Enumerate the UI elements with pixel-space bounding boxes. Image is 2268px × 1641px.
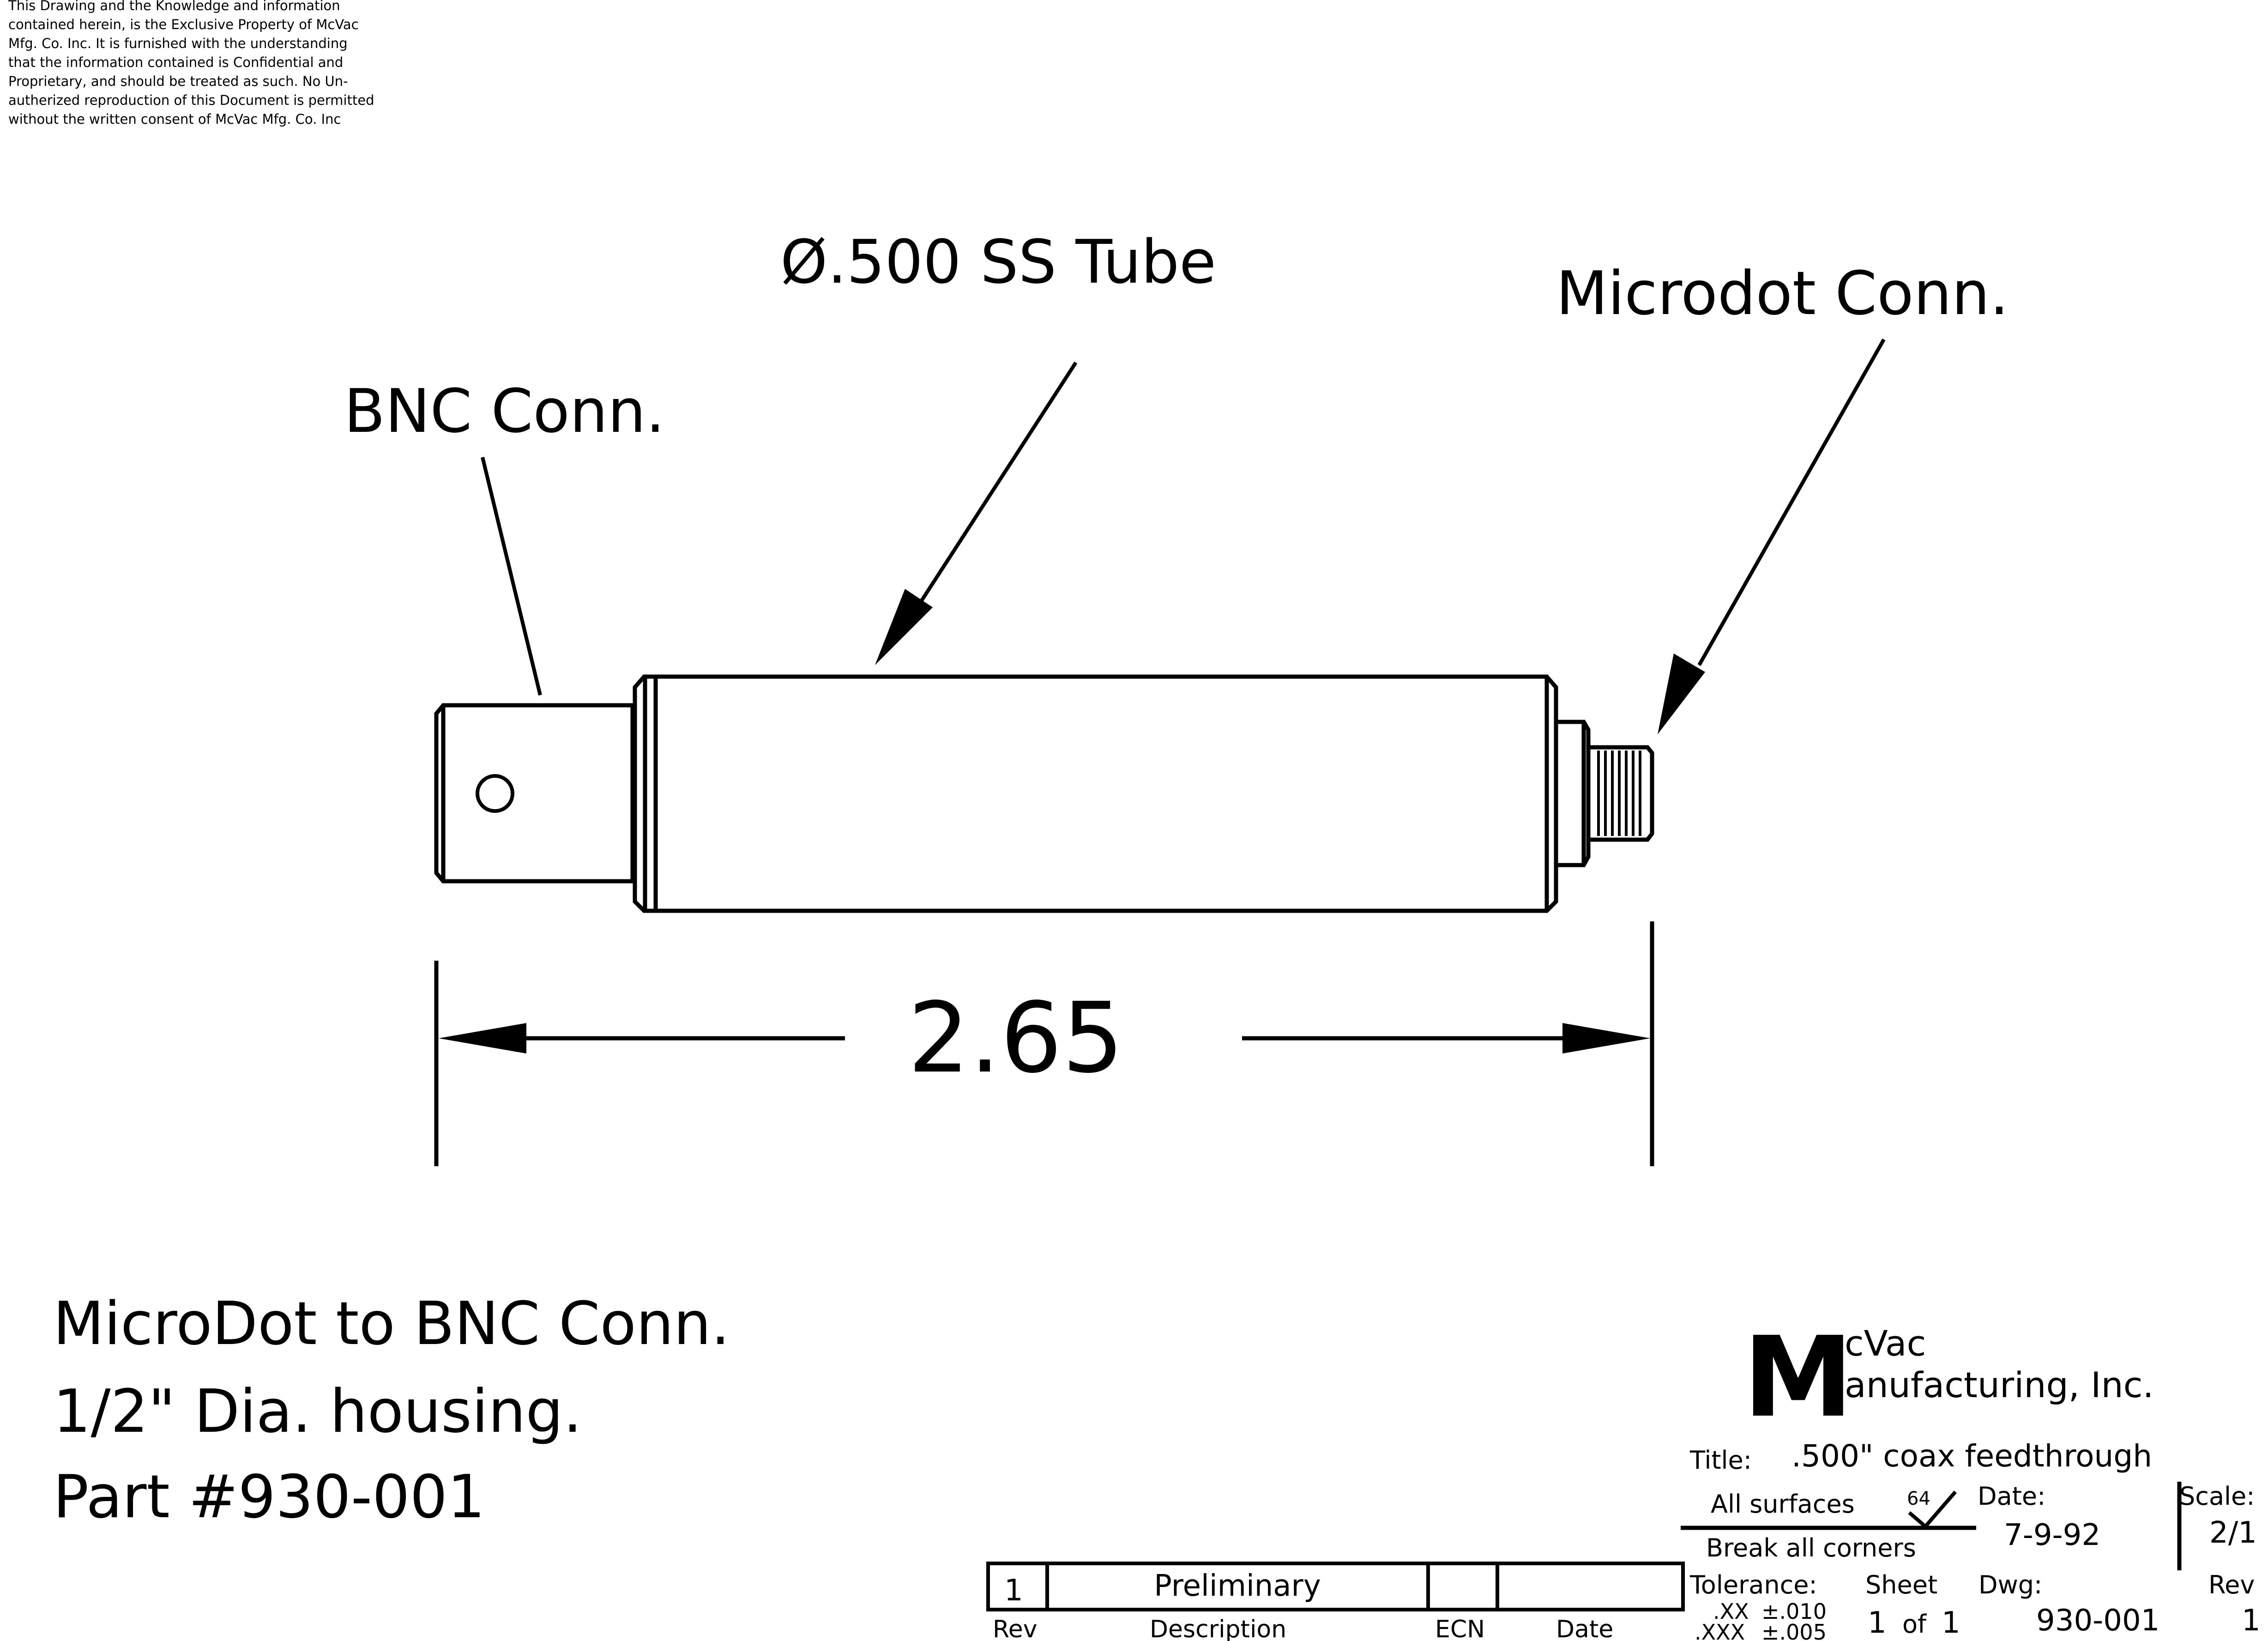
tol-xx: .XX bbox=[1713, 1599, 1749, 1624]
rev-header-ecn: ECN bbox=[1435, 1616, 1485, 1641]
surface-finish-check bbox=[1908, 1490, 1957, 1529]
revision-block bbox=[986, 1562, 1685, 1611]
disclaimer-text: This Drawing and the Knowledge and infor… bbox=[8, 0, 374, 127]
sheet-label: Sheet bbox=[1865, 1570, 1937, 1599]
logo-letter: M bbox=[1743, 1313, 1853, 1442]
tube-callout: Ø.500 SS Tube bbox=[780, 227, 1216, 297]
rev-row-rev: 1 bbox=[1004, 1574, 1023, 1608]
logo-line-2: anufacturing, Inc. bbox=[1845, 1364, 2154, 1405]
dimension-value: 2.65 bbox=[908, 981, 1124, 1095]
microdot-callout: Microdot Conn. bbox=[1556, 258, 2009, 328]
tolerance-label: Tolerance: bbox=[1689, 1570, 1817, 1599]
rev-header-date: Date bbox=[1556, 1616, 1613, 1641]
dwg-label: Dwg: bbox=[1978, 1570, 2042, 1599]
dwg-value: 930-001 bbox=[2036, 1604, 2159, 1638]
company-logo: M cVac anufacturing, Inc. bbox=[1743, 1313, 2154, 1442]
sheet-of: of bbox=[1902, 1610, 1927, 1639]
bnc-leader bbox=[481, 457, 542, 696]
tube-arrowhead bbox=[875, 589, 933, 665]
leader-lines bbox=[481, 339, 1886, 734]
note-line-3: Part #930-001 bbox=[53, 1463, 485, 1532]
surfaces-note: All surfaces bbox=[1711, 1490, 1855, 1519]
microdot-thread bbox=[1588, 745, 1654, 842]
title-block-lines bbox=[1681, 1482, 2182, 1570]
rev-label: Rev bbox=[2208, 1570, 2255, 1599]
scale-label: Scale: bbox=[2179, 1482, 2255, 1511]
scale-value: 2/1 bbox=[2209, 1516, 2257, 1550]
rev-header-rev: Rev bbox=[993, 1616, 1037, 1641]
date-label: Date: bbox=[1978, 1482, 2045, 1511]
corners-note: Break all corners bbox=[1706, 1533, 1916, 1562]
finish-value: 64 bbox=[1907, 1488, 1930, 1509]
tube-leader bbox=[912, 361, 1078, 613]
rev-value: 1 bbox=[2242, 1604, 2261, 1638]
sheet-number: 1 bbox=[1868, 1606, 1887, 1640]
microdot-leader bbox=[1697, 339, 1886, 666]
logo-line-1: cVac bbox=[1845, 1323, 1926, 1364]
rev-header-description: Description bbox=[1150, 1616, 1286, 1641]
part-outline bbox=[434, 674, 1654, 913]
title-label: Title: bbox=[1689, 1446, 1752, 1475]
rev-row-description: Preliminary bbox=[1154, 1569, 1321, 1603]
ss-tube bbox=[633, 674, 1558, 913]
note-line-2: 1/2" Dia. housing. bbox=[53, 1377, 582, 1446]
microdot-flange bbox=[1556, 720, 1591, 867]
title-block: Title: .500" coax feedthrough All surfac… bbox=[1689, 1438, 2261, 1641]
bnc-connector bbox=[434, 703, 635, 884]
title-value: .500" coax feedthrough bbox=[1791, 1438, 2152, 1474]
tol-xx-value: ±.010 bbox=[1761, 1599, 1827, 1624]
dimension-2-65 bbox=[434, 921, 1654, 1166]
note-line-1: MicroDot to BNC Conn. bbox=[53, 1290, 730, 1358]
tol-xxx: .XXX bbox=[1695, 1620, 1745, 1641]
sheet-total: 1 bbox=[1942, 1606, 1960, 1640]
tol-xxx-value: ±.005 bbox=[1761, 1620, 1827, 1641]
microdot-arrowhead bbox=[1658, 654, 1705, 734]
bnc-callout: BNC Conn. bbox=[344, 376, 665, 446]
date-value: 7-9-92 bbox=[2004, 1518, 2100, 1552]
bnc-pin-hole bbox=[476, 774, 514, 813]
